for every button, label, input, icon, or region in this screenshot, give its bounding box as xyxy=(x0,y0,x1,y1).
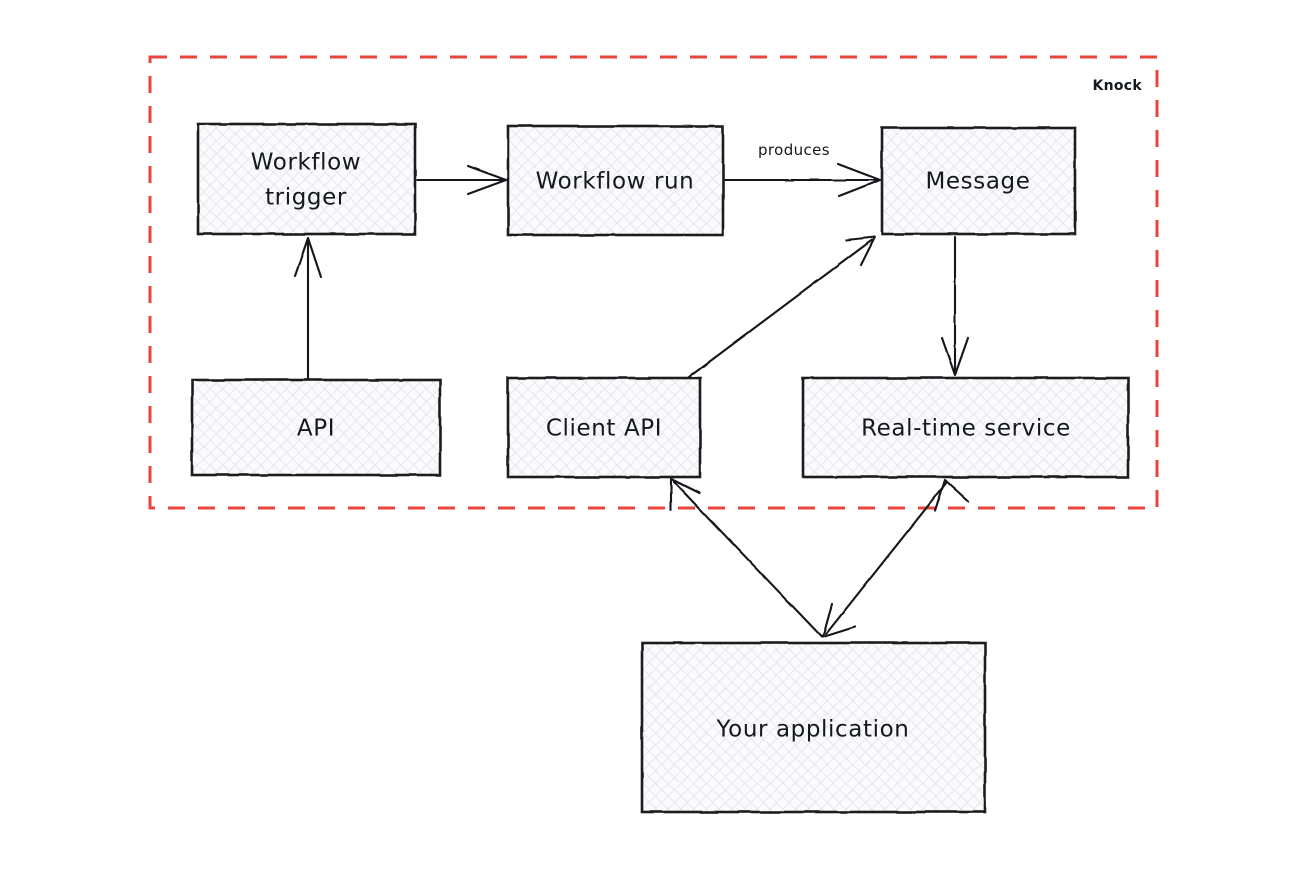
node-api[interactable]: API xyxy=(190,378,442,477)
node-workflow-run-box xyxy=(506,124,725,237)
node-your-application-box xyxy=(640,641,987,814)
edge-label-produces: produces xyxy=(758,141,830,159)
node-message-box xyxy=(880,126,1077,236)
node-your-application-label: Your application xyxy=(716,717,910,743)
node-real-time-service-label: Real-time service xyxy=(861,416,1071,442)
node-workflow-trigger[interactable]: Workflow trigger xyxy=(196,122,417,236)
knock-boundary-rect xyxy=(148,55,1159,510)
node-workflow-run-label: Workflow run xyxy=(536,169,695,195)
edge-real-time-service-your-application xyxy=(821,478,970,639)
node-api-label: API xyxy=(297,416,335,442)
edge-run-to-message xyxy=(723,162,882,198)
node-client-api-box xyxy=(506,376,702,479)
knock-boundary-label: Knock xyxy=(1092,78,1142,94)
node-your-application[interactable]: Your application xyxy=(640,641,987,814)
node-real-time-service[interactable]: Real-time service xyxy=(801,376,1130,479)
edge-api-to-trigger xyxy=(293,236,323,380)
edge-message-to-real-time-service xyxy=(940,235,970,377)
node-workflow-trigger-box xyxy=(196,122,417,236)
node-message-label: Message xyxy=(925,169,1030,195)
node-workflow-trigger-label-line2: trigger xyxy=(265,185,347,211)
node-real-time-service-box xyxy=(801,376,1130,479)
node-client-api-label: Client API xyxy=(546,416,662,442)
node-client-api[interactable]: Client API xyxy=(506,376,702,479)
edge-client-api-to-message xyxy=(687,235,877,379)
node-workflow-run[interactable]: Workflow run xyxy=(506,124,725,237)
node-api-box xyxy=(190,378,442,477)
edge-trigger-to-run xyxy=(415,164,508,196)
knock-boundary-group: Knock xyxy=(148,55,1159,510)
edge-your-application-to-client-api xyxy=(669,477,824,639)
node-message[interactable]: Message xyxy=(880,126,1077,236)
node-workflow-trigger-label-line1: Workflow xyxy=(251,150,361,176)
